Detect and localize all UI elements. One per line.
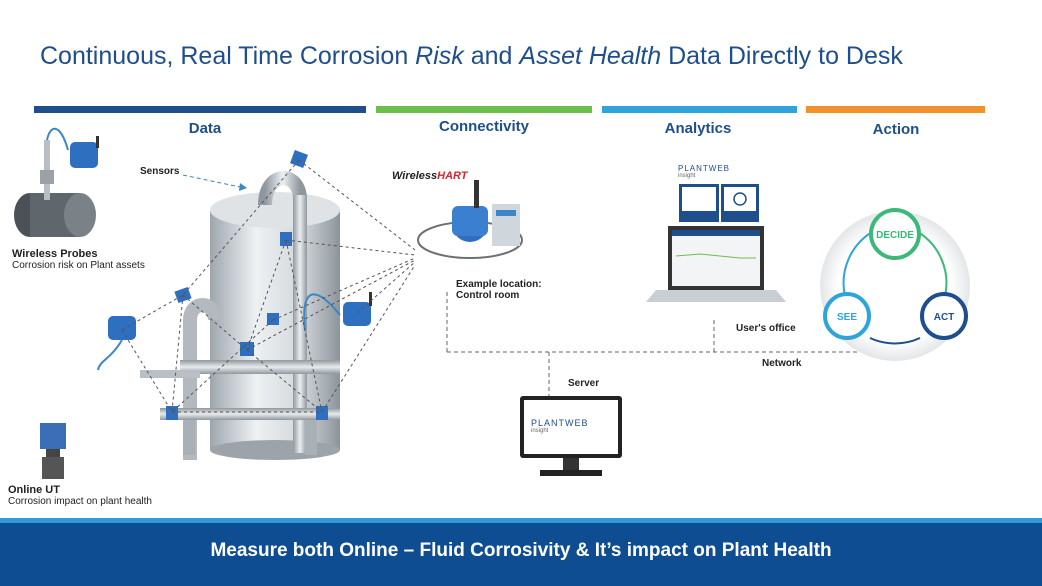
connectivity-column-bar — [376, 106, 592, 113]
wireless-probes-desc: Corrosion risk on Plant assets — [12, 260, 145, 271]
sensors-arrow — [182, 174, 241, 188]
wireless-probe-illustration — [14, 127, 99, 237]
action-cycle: DECIDE SEE ACT — [820, 208, 970, 361]
wireless-probes-title: Wireless Probes — [12, 248, 98, 260]
sensors-label: Sensors — [140, 166, 180, 177]
plantweb-brand-server: PLANTWEB — [531, 418, 589, 428]
data-column-heading: Data — [188, 120, 222, 137]
server-monitor-illustration — [520, 396, 622, 476]
online-ut-title: Online UT — [8, 484, 60, 496]
example-location-line2: Control room — [456, 290, 520, 301]
tank-sensors — [97, 150, 372, 420]
data-column-bar — [34, 106, 366, 113]
online-ut-label: Online UT Corrosion impact on plant heal… — [8, 484, 152, 507]
example-location-label: Example location: Control room — [456, 279, 542, 301]
system-diagram: DECIDE SEE ACT — [14, 127, 970, 479]
title-risk: Risk — [415, 42, 464, 70]
page-title: Continuous, Real Time Corrosion Risk and… — [40, 42, 903, 71]
online-ut-illustration — [40, 423, 66, 479]
wireless-probes-label: Wireless Probes Corrosion risk on Plant … — [12, 248, 145, 271]
decide-label: DECIDE — [876, 230, 914, 241]
footer-band — [0, 523, 1042, 586]
plantweb-logo-analytics: PLANTWEB insight — [678, 164, 730, 179]
users-office-label: User's office — [736, 323, 796, 334]
example-location-line1: Example location: — [456, 279, 542, 290]
title-part2: and — [463, 42, 520, 70]
wirelesshart-logo-a: Wireless — [392, 170, 438, 182]
plantweb-sub-analytics: insight — [678, 173, 696, 179]
plantweb-tiles — [679, 184, 759, 222]
plantweb-sub-server: insight — [531, 428, 549, 434]
network-label: Network — [762, 358, 802, 369]
analytics-column-heading: Analytics — [664, 120, 732, 137]
footer-tagline: Measure both Online – Fluid Corrosivity … — [210, 540, 832, 561]
network-lines — [446, 292, 858, 396]
wirelesshart-logo-b: HART — [437, 170, 468, 182]
see-label: SEE — [837, 312, 857, 323]
plantweb-brand-analytics: PLANTWEB — [678, 164, 731, 173]
title-part3: Data Directly to Desk — [661, 42, 903, 70]
connectivity-column-heading: Connectivity — [438, 118, 529, 135]
online-ut-desc: Corrosion impact on plant health — [8, 496, 152, 507]
act-label: ACT — [934, 312, 955, 323]
see-node — [823, 292, 871, 340]
wirelesshart-gateway-illustration — [417, 180, 523, 259]
action-column-heading: Action — [872, 121, 920, 138]
title-part1: Continuous, Real Time Corrosion — [40, 42, 416, 70]
act-node — [920, 292, 968, 340]
plantweb-logo-server: PLANTWEB insight — [531, 418, 589, 434]
sensors-arrow-head — [239, 183, 247, 191]
action-column-bar — [806, 106, 985, 113]
analytics-column-bar — [602, 106, 797, 113]
server-label: Server — [568, 378, 600, 389]
title-asset-health: Asset Health — [519, 42, 662, 70]
sensor-network-lines — [121, 159, 416, 413]
wirelesshart-logo: WirelessHART — [392, 170, 468, 182]
laptop-illustration — [646, 226, 786, 302]
footer-accent-stripe — [0, 518, 1042, 523]
decide-node — [869, 208, 921, 260]
